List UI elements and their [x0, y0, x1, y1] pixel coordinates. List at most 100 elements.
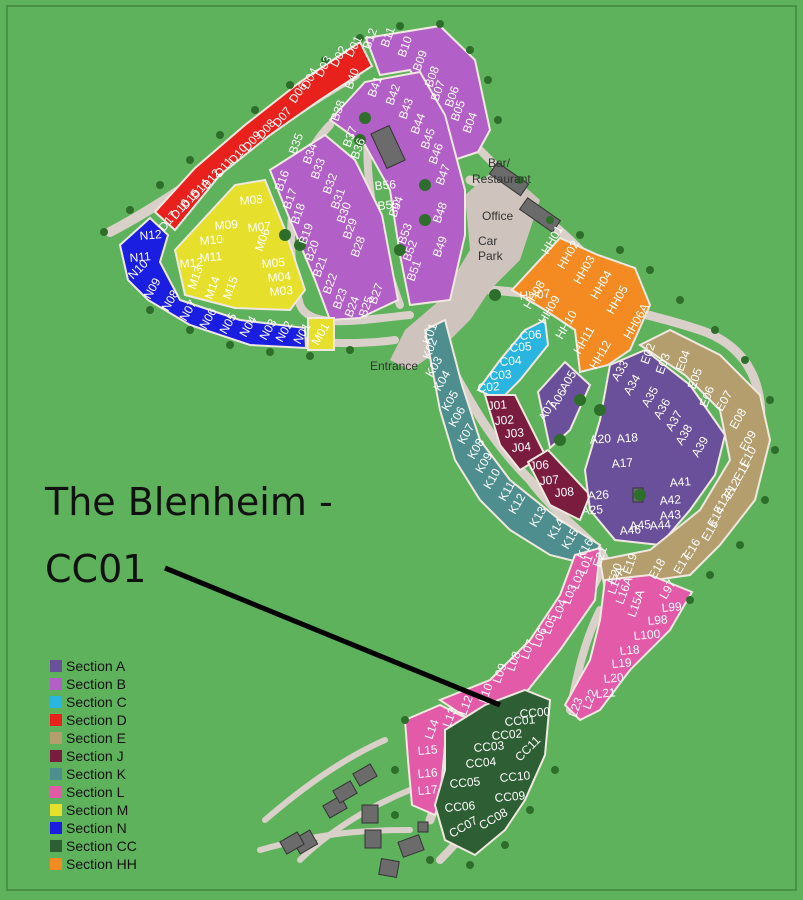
pitch-label-b44: B44 [408, 111, 429, 136]
tree [494, 116, 502, 124]
tree [634, 489, 646, 501]
section-l-east [563, 573, 694, 722]
park-label: Park [478, 249, 504, 263]
pitch-label-m09: M09 [214, 217, 239, 233]
pitch-label-b06: B06 [442, 84, 463, 109]
callout-background [40, 472, 370, 592]
pitch-label-b07: B07 [428, 78, 449, 103]
pitch-label-cc09: CC09 [494, 788, 526, 805]
pitch-label-j06: J06 [529, 457, 550, 473]
tree [346, 346, 354, 354]
pitch-label-cc04: CC04 [465, 754, 497, 771]
tree [359, 112, 371, 124]
tree [484, 76, 492, 84]
callout-pointer [164, 565, 501, 708]
tree [546, 216, 554, 224]
pitch-label-b22: B22 [320, 271, 341, 296]
section-cc-area [433, 688, 552, 857]
pitch-label-a46: A46 [619, 522, 642, 538]
legend-label: Section J [66, 748, 124, 764]
pitch-label-a26: A26 [587, 487, 610, 503]
section-d-area [153, 40, 374, 232]
pitch-label-m07: M07 [247, 219, 272, 235]
pitch-label-b43: B43 [396, 96, 417, 121]
pitch-label-j01: J01 [487, 397, 508, 413]
pitch-label-l19: L19 [611, 655, 632, 671]
pitch-label-cc10: CC10 [499, 768, 531, 785]
tree [761, 496, 769, 504]
tree [419, 179, 431, 191]
pitch-label-b56: B56 [374, 177, 397, 193]
pitch-label-j03: J03 [504, 425, 525, 441]
legend-swatch [50, 660, 62, 672]
tree [156, 181, 164, 189]
building [332, 780, 358, 804]
pitch-label-b55: B55 [377, 197, 400, 213]
tree [466, 46, 474, 54]
tree [306, 352, 314, 360]
pitch-label-cc00: CC00 [519, 704, 551, 721]
pitch-label-n11: N11 [129, 249, 152, 265]
pitch-label-b17: B17 [280, 186, 301, 211]
tree [391, 766, 399, 774]
building [279, 831, 305, 855]
pitch-label-b18: B18 [288, 201, 309, 226]
pitch-label-e05: E05 [685, 366, 706, 391]
pitch-label-b45: B45 [418, 126, 439, 151]
pitch-label-cc02: CC02 [491, 726, 523, 743]
pitch-label-a41: A41 [669, 474, 692, 490]
pitch-label-b47: B47 [433, 162, 454, 187]
section-b-inner [328, 70, 466, 307]
pitch-label-b46: B46 [426, 141, 447, 166]
pitch-label-l99: L99 [661, 599, 682, 615]
pitch-label-k02: K02 [420, 336, 441, 361]
building [364, 829, 382, 849]
section-a-east [583, 348, 727, 547]
tree [554, 434, 566, 446]
pitch-label-e19: E19 [620, 551, 641, 576]
pitch-label-l05: L05 [540, 612, 560, 636]
pitch-label-b52: B52 [400, 238, 421, 263]
pitch-label-l15: L15 [417, 742, 438, 758]
legend-swatch [50, 786, 62, 798]
building [352, 763, 378, 787]
restaurant-label: Restaurant [472, 172, 531, 186]
pitch-label-l02: L02 [568, 567, 588, 591]
pitch-label-b33: B33 [308, 156, 329, 181]
pitch-label-l08: L08 [504, 649, 524, 673]
pitch-label-l01: L01 [576, 552, 596, 576]
pitch-label-c06: C06 [519, 327, 542, 343]
pitch-label-a17: A17 [611, 455, 634, 471]
pitch-label-c05: C05 [509, 339, 532, 355]
pitch-label-e04: E04 [673, 348, 694, 373]
bar-label: Bar/ [488, 156, 511, 170]
pitch-label-b51: B51 [404, 258, 425, 283]
tree [646, 266, 654, 274]
pitch-label-b21: B21 [310, 254, 331, 279]
tree [186, 326, 194, 334]
tree [146, 306, 154, 314]
car-label: Car [478, 234, 497, 248]
tree [686, 596, 694, 604]
pitch-label-l100: L100 [633, 627, 661, 643]
legend-swatch [50, 840, 62, 852]
pitch-label-c02: C02 [477, 379, 500, 395]
tree [676, 296, 684, 304]
building [378, 857, 400, 879]
pitch-label-b49: B49 [430, 234, 451, 259]
pitch-label-b42: B42 [383, 82, 404, 107]
legend-label: Section HH [66, 856, 137, 872]
tree [401, 716, 409, 724]
section-j-south [526, 448, 592, 522]
pitch-label-m04: M04 [267, 269, 292, 285]
pitch-label-b16: B16 [272, 168, 293, 193]
pitch-label-l21: L21 [595, 685, 616, 701]
pitch-label-a25: A25 [581, 502, 604, 518]
pitch-label-l13: L13 [440, 705, 460, 729]
pitch-label-c04: C04 [499, 353, 522, 369]
pitch-label-b41: B41 [365, 74, 386, 99]
tree [226, 341, 234, 349]
trees [100, 20, 779, 869]
legend-label: Section N [66, 820, 127, 836]
